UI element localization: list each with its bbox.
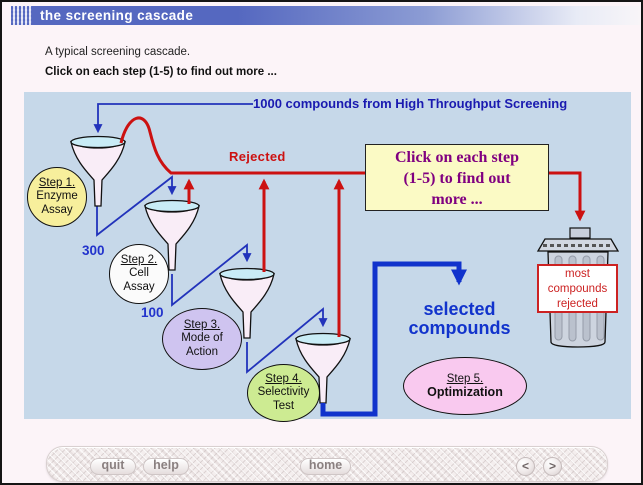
info-box-line-3: more ... (431, 191, 483, 208)
nav-bar: quit help home < > (46, 446, 608, 482)
step-3-ellipse[interactable]: Step 3. Mode of Action (162, 308, 242, 370)
help-button[interactable]: help (143, 458, 189, 475)
step-5-line1: Optimization (427, 385, 503, 399)
step-4-ellipse[interactable]: Step 4. Selectivity Test (247, 364, 320, 422)
feed-line-funnel2-to-funnel3 (171, 243, 252, 307)
next-button[interactable]: > (543, 457, 562, 476)
step-3-line1: Mode of (181, 332, 223, 345)
funnel-step2 (144, 199, 200, 271)
rejected-flow-lines (119, 116, 586, 337)
step-4-line1: Selectivity (257, 386, 310, 399)
step-3-title: Step 3. (183, 318, 221, 331)
step-1-title: Step 1. (38, 176, 76, 189)
info-box-line-1: Click on each step (395, 149, 519, 166)
info-box-line-2: (1-5) to find out (403, 170, 511, 187)
selected-label-line1: selected (423, 299, 496, 319)
step-4-title: Step 4. (265, 372, 302, 385)
funnel-step3 (219, 267, 275, 339)
step-1-ellipse[interactable]: Step 1. Enzyme Assay (27, 167, 87, 227)
count-after-step1: 300 (82, 243, 105, 258)
feed-line-source-to-funnel1 (93, 103, 253, 134)
prev-button[interactable]: < (516, 457, 535, 476)
info-box: Click on each step (1-5) to find out mor… (365, 144, 549, 211)
trash-label-line1: most (565, 268, 590, 280)
funnel-step4 (295, 332, 351, 404)
step-2-line2: Assay (123, 280, 155, 293)
source-compounds-label: 1000 compounds from High Throughput Scre… (253, 96, 568, 111)
step-5-title: Step 5. (446, 372, 484, 385)
selected-compounds-label: selected compounds (392, 300, 527, 338)
rejected-label: Rejected (229, 149, 286, 164)
step-2-line1: Cell (129, 267, 149, 280)
step-4-line2: Test (272, 399, 295, 412)
step-1-line2: Assay (41, 203, 73, 216)
trash-label-box: most compounds rejected (537, 264, 618, 313)
page-title: the screening cascade (40, 8, 194, 23)
cascade-diagram-panel: 1000 compounds from High Throughput Scre… (24, 92, 631, 422)
step-3-line2: Action (186, 345, 218, 358)
feed-line-funnel3-to-funnel4 (246, 307, 328, 374)
step-1-line1: Enzyme (36, 190, 78, 203)
intro-line-1: A typical screening cascade. (45, 46, 191, 58)
trash-label-line2: compounds (547, 283, 608, 295)
home-button[interactable]: home (300, 458, 351, 475)
step-5-ellipse[interactable]: Step 5. Optimization (403, 357, 527, 415)
selected-flow-line (320, 261, 468, 417)
funnel-step1 (70, 135, 126, 207)
intro-line-2: Click on each step (1-5) to find out mor… (45, 66, 277, 78)
feed-line-funnel1-to-funnel2 (96, 175, 177, 237)
count-after-step2: 100 (141, 305, 164, 320)
step-2-title: Step 2. (120, 253, 158, 266)
titlebar-dither-cap (11, 6, 32, 25)
selected-label-line2: compounds (408, 318, 511, 338)
trash-label-line3: rejected (557, 298, 598, 310)
title-bar: the screening cascade (11, 6, 640, 25)
quit-button[interactable]: quit (90, 458, 136, 475)
step-2-ellipse[interactable]: Step 2. Cell Assay (109, 244, 169, 304)
